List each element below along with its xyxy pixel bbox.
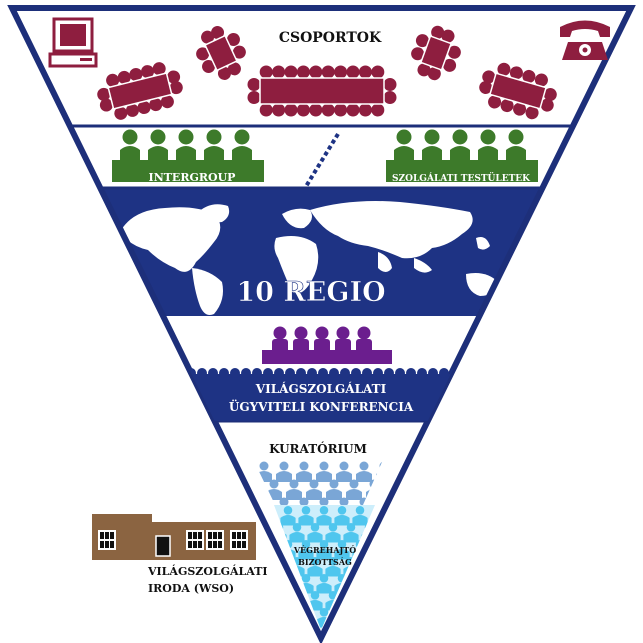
trustees-label: KURATÓRIUM: [269, 440, 367, 456]
wso-label-line2: IRODA (WSO): [148, 582, 234, 595]
world-map-icon: [120, 201, 498, 315]
computer-icon: [48, 17, 98, 68]
regions-label: 10 REGIO: [236, 277, 385, 308]
groups-label: CSOPORTOK: [279, 30, 382, 46]
telephone-icon: [560, 20, 610, 60]
wso-building-icon: [92, 514, 256, 560]
intergroup-members-icon: [112, 129, 264, 182]
conference-members-icon: [262, 326, 392, 364]
wso-label-line1: VILÁGSZOLGÁLATI: [147, 564, 268, 578]
conference-label-line1: VILÁGSZOLGÁLATI: [255, 381, 387, 396]
intergroup-label: INTERGROUP: [149, 171, 236, 184]
groups-meeting-tables: [97, 25, 557, 120]
executive-label-line2: BIZOTTSÁG: [298, 557, 352, 567]
dotted-connector: [303, 132, 340, 190]
conference-label-line2: ÜGYVITELI KONFERENCIA: [229, 398, 414, 414]
service-boards-members-icon: [386, 129, 538, 182]
executive-label-line1: VÉGREHAJTÓ: [293, 545, 356, 555]
service-boards-label: SZOLGÁLATI TESTÜLETEK: [392, 171, 531, 184]
triangle-outline: [7, 5, 636, 643]
